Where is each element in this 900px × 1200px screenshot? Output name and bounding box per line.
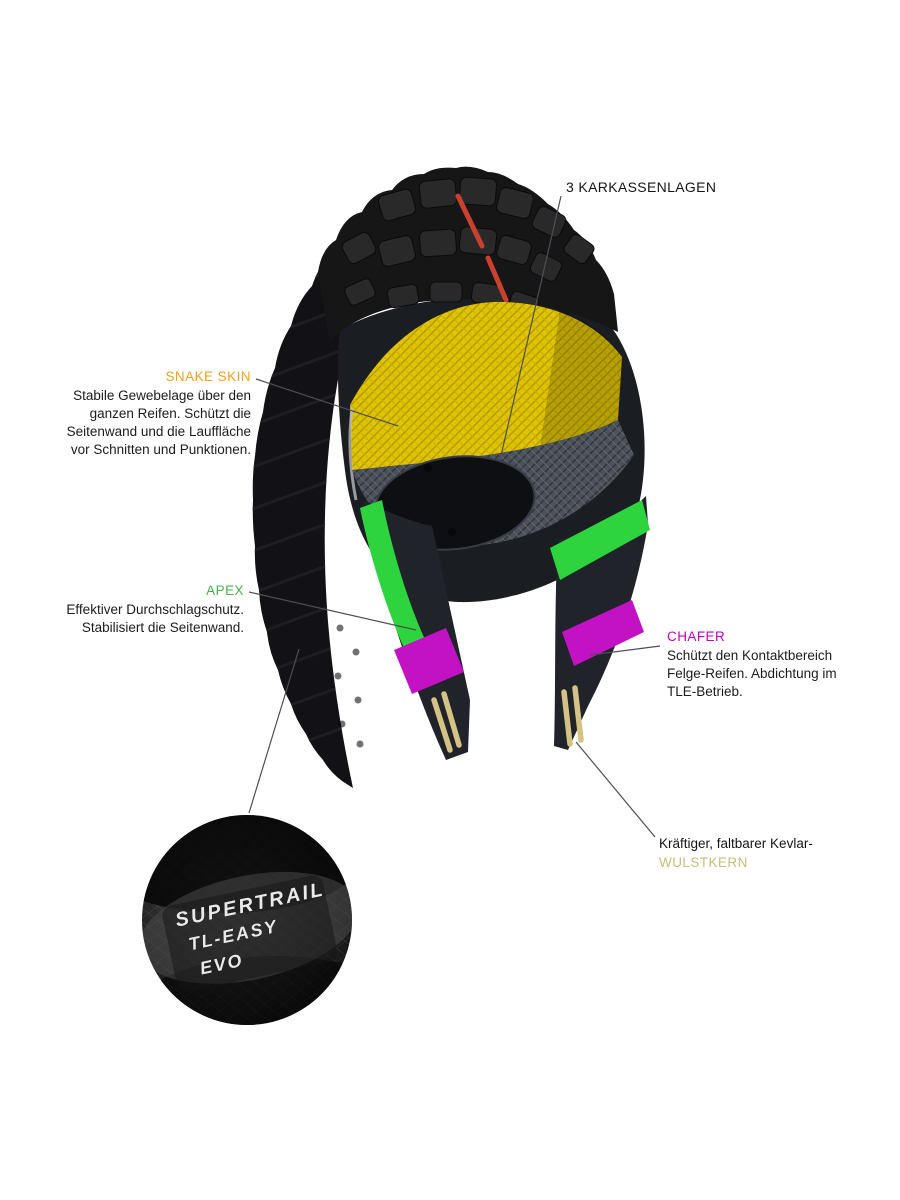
leader-karkassenlagen (499, 195, 562, 461)
carcass-dot (424, 464, 432, 472)
leader-inset (248, 648, 300, 814)
apex-line: Stabilisiert die Seitenwand. (81, 620, 244, 635)
chafer-title: CHAFER (667, 629, 726, 644)
leader-chafer (589, 645, 661, 656)
cut-edge-highlight (348, 407, 358, 501)
bead-core-left (431, 691, 462, 753)
bead-core-right (561, 685, 584, 747)
snakeskin-layer-shade (540, 310, 622, 448)
chafer-line: TLE-Betrieb. (667, 684, 743, 699)
apex-title: APEX (206, 583, 244, 598)
snakeskin-description: Stabile Gewebelage über den ganzen Reife… (30, 387, 251, 459)
chafer-label-block: CHAFER Schützt den Kontaktbereich Felge-… (667, 629, 879, 701)
wear-indicator-stripe (455, 193, 509, 303)
sidewall-dimples (334, 624, 364, 748)
wulstkern-title: WULSTKERN (659, 855, 748, 870)
wulstkern-label-block: Kräftiger, faltbarer Kevlar- WULSTKERN (659, 835, 889, 873)
chafer-line: Felge-Reifen. Abdichtung im (667, 666, 837, 681)
leader-wulstkern (575, 741, 656, 838)
apex-label-block: APEX Effektiver Durchschlagschutz. Stabi… (30, 583, 244, 637)
apex-line: Effektiver Durchschlagschutz. (66, 602, 244, 617)
apex-layer-right (550, 500, 650, 580)
snakeskin-line: Stabile Gewebelage über den (73, 388, 251, 403)
snakeskin-line: ganzen Reifen. Schützt die (89, 406, 251, 421)
apex-layer-left (360, 500, 438, 680)
chafer-description: Schützt den Kontaktbereich Felge-Reifen.… (667, 647, 879, 701)
sidewall-inset: SUPERTRAIL TL-EASY EVO (142, 815, 352, 1025)
snakeskin-line: Seitenwand und die Lauffläche (66, 424, 251, 439)
snakeskin-line: vor Schnitten und Punktionen. (70, 442, 251, 457)
snakeskin-title: SNAKE SKIN (165, 369, 251, 384)
leader-apex (248, 591, 417, 631)
karkassenlagen-title: 3 KARKASSENLAGEN (566, 179, 717, 195)
label-karkassenlagen: 3 KARKASSENLAGEN (566, 179, 716, 195)
carcass-dot (448, 528, 456, 536)
leader-snakeskin (255, 378, 399, 427)
snakeskin-layer (350, 301, 622, 470)
chafer-layer-left (394, 628, 464, 694)
chafer-layer-right (562, 600, 644, 666)
chafer-line: Schützt den Kontaktbereich (667, 648, 833, 663)
tire-sidewall (252, 246, 375, 788)
tread-knobs (341, 176, 595, 316)
apex-description: Effektiver Durchschlagschutz. Stabilisie… (30, 601, 244, 637)
wulstkern-prefix: Kräftiger, faltbarer Kevlar- (659, 836, 813, 851)
snakeskin-label-block: SNAKE SKIN Stabile Gewebelage über den g… (30, 369, 251, 459)
